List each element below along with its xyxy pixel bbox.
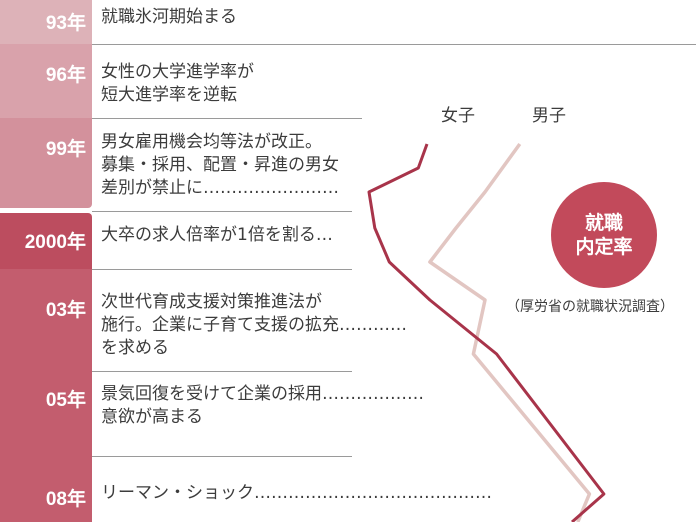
event-text-99: 男女雇用機会均等法が改正。 募集・採用、配置・昇進の男女 差別が禁止に……………… xyxy=(101,131,339,200)
male-rate-line xyxy=(428,142,592,522)
event-96-line-1: 女性の大学進学率が xyxy=(101,62,254,82)
placement-rate-badge: 就職 内定率 xyxy=(551,182,657,288)
female-rate-line xyxy=(367,143,606,522)
year-label-03: 03年 xyxy=(45,300,86,321)
event-96-line-2: 短大進学率を逆転 xyxy=(101,85,237,105)
divider-03 xyxy=(92,371,352,372)
year-tab-99: 99年 xyxy=(0,118,92,208)
year-tab-93: 93年 xyxy=(0,0,92,44)
legend-female: 女子 xyxy=(441,101,475,126)
divider-2000 xyxy=(92,269,352,270)
event-text-93: 就職氷河期始まる xyxy=(101,6,237,29)
event-text-96: 女性の大学進学率が 短大進学率を逆転 xyxy=(101,61,254,107)
year-label-96: 96年 xyxy=(45,65,86,86)
event-03-line-3: を求める xyxy=(101,338,169,358)
badge-line-1: 就職 xyxy=(584,212,623,234)
divider-05 xyxy=(92,456,352,457)
legend-male: 男子 xyxy=(532,101,566,126)
year-tab-96: 96年 xyxy=(0,44,92,118)
year-tab-2000: 2000年 xyxy=(0,213,92,269)
year-label-93: 93年 xyxy=(45,13,86,34)
event-93-line-1: 就職氷河期始まる xyxy=(101,7,237,27)
legend-label-female: 女子 xyxy=(441,106,475,126)
event-99-line-1: 男女雇用機会均等法が改正。 xyxy=(101,132,322,152)
badge-line-2: 内定率 xyxy=(575,236,633,258)
year-tab-05: 05年 xyxy=(0,371,92,457)
event-text-03: 次世代育成支援対策推進法が 施行。企業に子育て支援の拡充………… を求める xyxy=(101,291,407,360)
event-99-line-2: 募集・採用、配置・昇進の男女 xyxy=(101,155,339,175)
event-05-line-2: 意欲が高まる xyxy=(101,407,203,427)
year-label-99: 99年 xyxy=(45,139,86,160)
divider-93 xyxy=(92,44,696,45)
event-text-2000: 大卒の求人倍率が1倍を割る… xyxy=(101,224,333,247)
year-label-2000: 2000年 xyxy=(24,232,86,253)
legend-label-male: 男子 xyxy=(532,106,566,126)
event-08-line-1: リーマン・ショック…………………………………… xyxy=(101,483,492,503)
event-text-08: リーマン・ショック…………………………………… xyxy=(101,482,492,505)
event-2000-line-1: 大卒の求人倍率が1倍を割る… xyxy=(101,225,333,245)
year-label-08: 08年 xyxy=(45,489,86,510)
event-text-05: 景気回復を受けて企業の採用……………… 意欲が高まる xyxy=(101,383,424,429)
divider-96 xyxy=(92,118,362,119)
event-03-line-2: 施行。企業に子育て支援の拡充………… xyxy=(101,315,407,335)
event-99-line-3: 差別が禁止に…………………… xyxy=(101,178,339,198)
source-note: （厚労省の就職状況調査） xyxy=(506,299,674,315)
event-05-line-1: 景気回復を受けて企業の採用……………… xyxy=(101,384,424,404)
year-tab-08: 08年 xyxy=(0,457,92,522)
event-03-line-1: 次世代育成支援対策推進法が xyxy=(101,292,322,312)
divider-99 xyxy=(92,211,352,212)
year-tab-03: 03年 xyxy=(0,269,92,371)
year-label-05: 05年 xyxy=(45,390,86,411)
